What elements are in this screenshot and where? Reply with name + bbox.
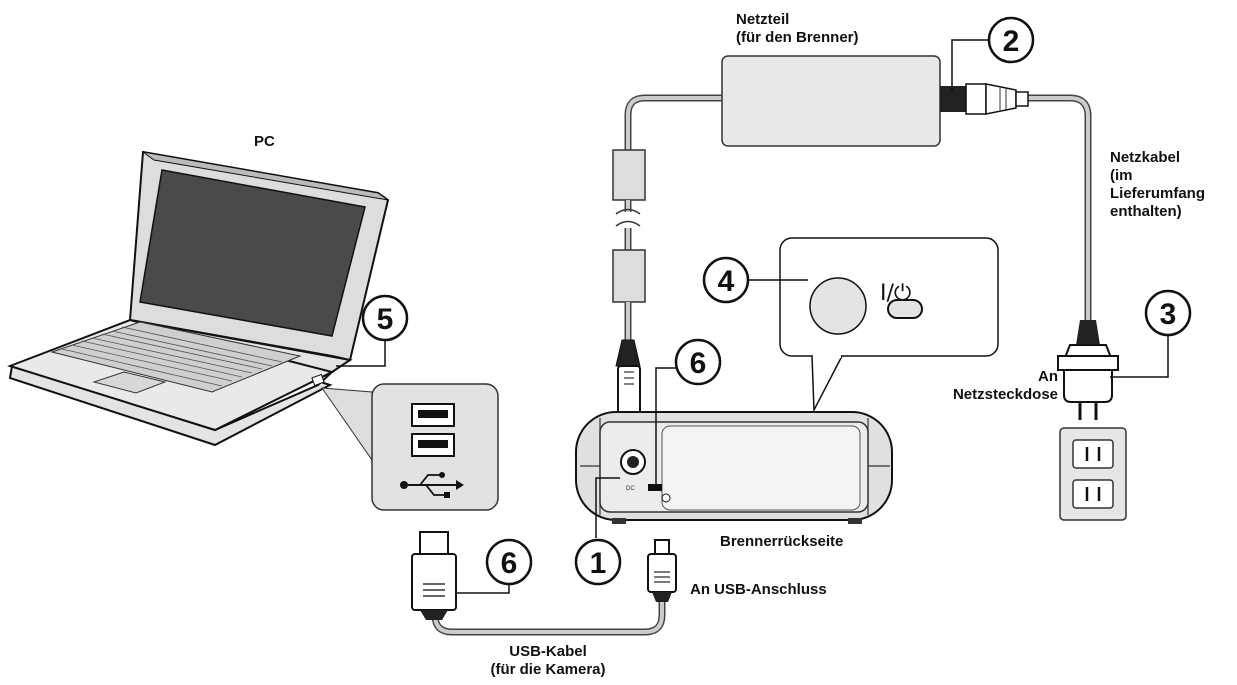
- usb-zoom-pointer: [320, 387, 373, 462]
- svg-text:3: 3: [1160, 298, 1177, 331]
- leader-3: [1110, 335, 1169, 378]
- laptop-touchpad: [92, 371, 167, 394]
- callout-6a: 6: [674, 338, 722, 386]
- svg-text:4: 4: [718, 265, 735, 298]
- adapter-label-line1: Netzteil: [736, 11, 789, 28]
- laptop-usb-port: [311, 373, 325, 387]
- outlet-label-line1: An: [1038, 368, 1058, 385]
- leader-6b: [456, 584, 510, 594]
- callout-5: 5: [361, 294, 409, 342]
- wall-plug: [1057, 320, 1119, 420]
- callout-4: 4: [702, 256, 750, 304]
- power-cord-outline: [1028, 94, 1092, 320]
- callout-1: 1: [574, 538, 622, 586]
- wall-outlet: [1059, 427, 1127, 521]
- callout-3: 3: [1144, 289, 1192, 337]
- power-indicator: [887, 299, 923, 319]
- svg-text:6: 6: [501, 547, 518, 580]
- laptop-keyboard: [50, 321, 302, 393]
- cord-label-line4: enthalten): [1110, 203, 1182, 220]
- laptop-screen: [139, 169, 366, 337]
- usb-cable: [433, 600, 664, 634]
- dc-cable-ferrite-1: [612, 149, 646, 201]
- cord-label-line2: (im: [1110, 167, 1133, 184]
- adapter-label-line2: (für den Brenner): [736, 29, 859, 46]
- power-cord: [1028, 96, 1090, 320]
- cable-break-icon: [615, 208, 641, 215]
- dc-cable-upper-outline: [624, 94, 722, 150]
- outlet-label-line2: Netzsteckdose: [953, 386, 1058, 403]
- leader-6a: [655, 367, 676, 484]
- leader-2: [951, 39, 990, 92]
- burner-device: DC: [575, 411, 893, 524]
- callout-2: 2: [987, 16, 1035, 64]
- usb-port-label: An USB-Anschluss: [690, 581, 827, 598]
- leader-1: [595, 477, 620, 538]
- svg-text:2: 2: [1003, 25, 1020, 58]
- leader-5: [336, 340, 386, 367]
- svg-text:6: 6: [690, 347, 707, 380]
- dc-cable-upper: [626, 96, 722, 150]
- usb-cable-label-line2: (für die Kamera): [490, 661, 605, 678]
- usb-port-2: [411, 433, 455, 457]
- power-button: [809, 277, 867, 335]
- cord-label-line1: Netzkabel: [1110, 149, 1180, 166]
- usb-symbol-icon: [400, 472, 464, 498]
- mini-usb-plug: [647, 539, 677, 602]
- svg-text:5: 5: [377, 303, 394, 336]
- usb-cable-label-line1: USB-Kabel: [509, 643, 587, 660]
- usb-cable-outline: [431, 600, 666, 636]
- dc-label: DC: [626, 486, 635, 492]
- usb-port-1: [411, 403, 455, 427]
- cord-label-line3: Lieferumfang: [1110, 185, 1205, 202]
- usb-a-plug: [411, 531, 457, 620]
- pc-label: PC: [254, 133, 275, 150]
- dc-cable-ferrite-2: [612, 249, 646, 303]
- ac-adapter: [721, 55, 941, 147]
- laptop: [6, 150, 390, 447]
- svg-text:1: 1: [590, 547, 607, 580]
- callout-6b: 6: [485, 538, 533, 586]
- burner-rear-label: Brennerrückseite: [720, 533, 843, 550]
- appliance-plug: [940, 83, 1029, 115]
- burner-usb-port: [648, 484, 662, 491]
